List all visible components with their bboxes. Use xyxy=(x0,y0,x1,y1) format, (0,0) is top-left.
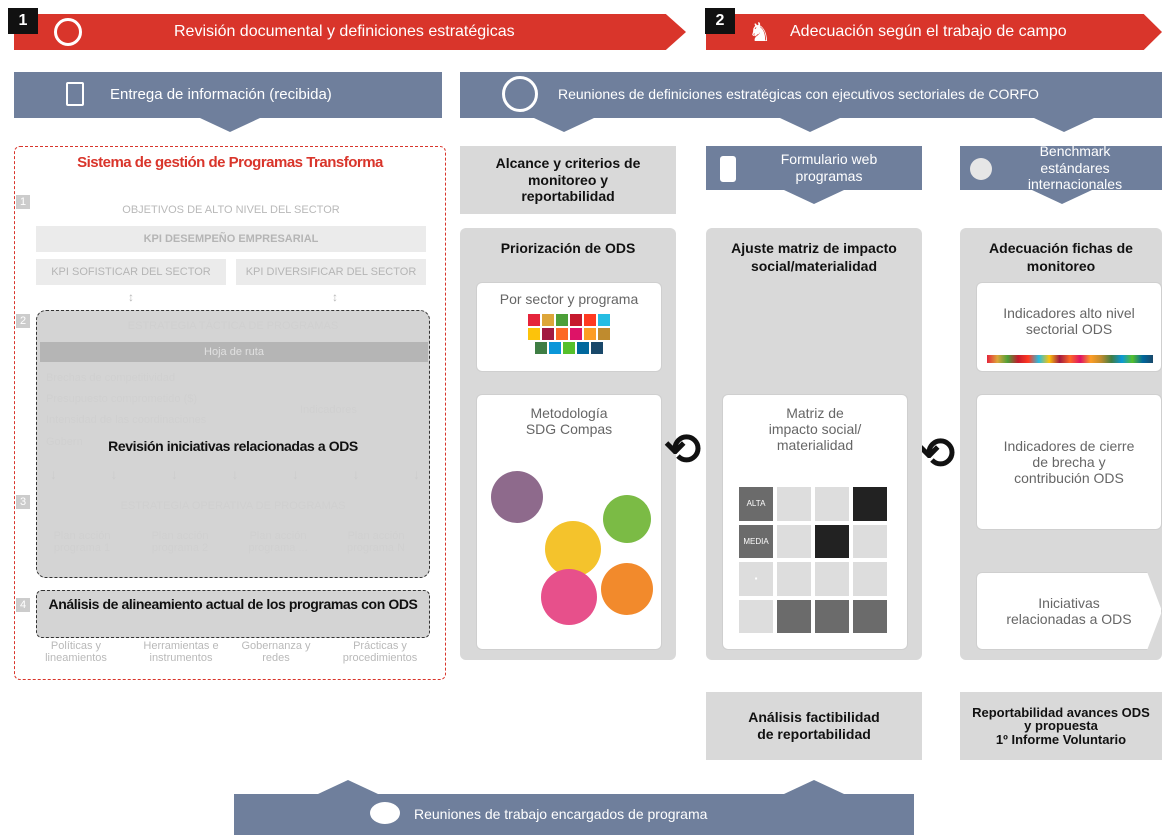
col3-bottom-line2: y propuesta xyxy=(1024,718,1098,734)
section-4-number: 4 xyxy=(16,598,30,612)
step2-header: ♞ Adecuación según el trabajo de campo xyxy=(706,14,1162,50)
step1-number: 1 xyxy=(8,8,38,34)
col1-top-box: Alcance y criterios de monitoreo y repor… xyxy=(460,146,676,214)
cycle-arrows-icon-1: ⟲ xyxy=(664,425,701,474)
analytics-search-icon xyxy=(54,18,82,46)
section-2-number: 2 xyxy=(16,314,30,328)
bottom-banner-pointer-1 xyxy=(318,780,378,794)
estrategia-tactica-label: ESTRATEGIA TÁCTICA DE PROGRAMAS xyxy=(127,320,339,332)
col3-card3-label: Iniciativas relacionadas a ODS xyxy=(1006,595,1132,627)
document-icon xyxy=(66,82,84,106)
col2-top-box: Formulario web programas xyxy=(706,146,922,190)
phone-form-icon xyxy=(720,156,736,182)
col3-card1-label: Indicadores alto nivel sectorial ODS xyxy=(1003,305,1135,337)
col2-card-line1: Matriz de xyxy=(786,405,844,421)
section-1-number: 1 xyxy=(16,195,30,209)
plan-n: Plan acción programa N xyxy=(346,530,406,554)
banner-trabajo-label: Reuniones de trabajo encargados de progr… xyxy=(414,806,708,822)
col2-title: Ajuste matriz de impacto social/material… xyxy=(731,240,897,274)
step1-header: Revisión documental y definiciones estra… xyxy=(14,14,686,50)
kpi-connector-1: ↕ xyxy=(128,290,134,304)
col3-bottom-box: Reportabilidad avances ODS y propuesta 1… xyxy=(960,692,1162,760)
matrix-label-media: MEDIA xyxy=(739,524,773,558)
chess-knight-icon: ♞ xyxy=(748,17,772,47)
estrategia-operativa-label: ESTRATEGIA OPERATIVA DE PROGRAMAS xyxy=(120,500,346,512)
analisis-overlay-label: Análisis de alineamiento actual de los p… xyxy=(48,596,418,612)
step2-title: Adecuación según el trabajo de campo xyxy=(790,23,1067,40)
bottom-banner-pointer-2 xyxy=(784,780,844,794)
col3-card-indicadores-cierre: Indicadores de cierre de brecha y contri… xyxy=(976,394,1162,530)
col3-title: Adecuación fichas de monitoreo xyxy=(989,240,1133,274)
col3-card2-label: Indicadores de cierre de brecha y contri… xyxy=(1003,438,1135,486)
col3-top-label: Benchmark estándares internacionales xyxy=(1027,142,1123,193)
col1-title: Priorización de ODS xyxy=(500,240,636,256)
kpi-diversificar: KPI DIVERSIFICAR DEL SECTOR xyxy=(236,259,426,285)
gobernanza-label: Gobernanza y redes xyxy=(241,640,311,664)
col2-top-label: Formulario web programas xyxy=(780,151,878,184)
banner-reuniones-trabajo: Reuniones de trabajo encargados de progr… xyxy=(234,794,914,835)
banner-reuniones-label: Reuniones de definiciones estratégicas c… xyxy=(558,86,1039,102)
col2-card-line2: impacto social/ xyxy=(768,421,862,437)
plan-1: Plan acción programa 1 xyxy=(53,530,111,554)
kpi-sofisticar: KPI SOFISTICAR DEL SECTOR xyxy=(36,259,226,285)
banner-entrega-label: Entrega de información (recibida) xyxy=(110,86,332,103)
col1-card-sector: Por sector y programa xyxy=(476,282,662,372)
globe-icon xyxy=(970,158,992,180)
plan-3: Plan acción programa ... xyxy=(248,530,308,554)
sdg-strip xyxy=(987,355,1153,363)
intensidad-label: Intensidad de las coordinaciones xyxy=(46,414,207,426)
analisis-overlay-box xyxy=(36,590,430,638)
col2-bottom-box: Análisis factibilidad de reportabilidad xyxy=(706,692,922,760)
banner-reuniones-pointer-2 xyxy=(780,118,840,132)
practicas-label: Prácticas y procedimientos xyxy=(342,640,418,664)
col1-card-sector-label: Por sector y programa xyxy=(499,291,639,307)
kpi-connector-2: ↕ xyxy=(332,290,338,304)
revision-overlay-label: Revisión iniciativas relacionadas a ODS xyxy=(108,438,358,454)
banner-reuniones-pointer-3 xyxy=(1034,118,1094,132)
section-3-number: 3 xyxy=(16,495,30,509)
left-panel-title: Sistema de gestión de Programas Transfor… xyxy=(77,154,383,171)
matrix-label-baja-row: ▪ xyxy=(739,562,773,596)
banner-reuniones-pointer-1 xyxy=(534,118,594,132)
col1-card-sdg-compass: Metodología SDG Compas xyxy=(476,394,662,650)
col3-card-indicadores-alto: Indicadores alto nivel sectorial ODS xyxy=(976,282,1162,372)
step1-title: Revisión documental y definiciones estra… xyxy=(174,23,515,40)
presupuesto-label: Presupuesto comprometido ($) xyxy=(46,393,198,405)
banner-reuniones-definiciones: Reuniones de definiciones estratégicas c… xyxy=(460,72,1162,118)
col1-card2-line2: SDG Compas xyxy=(525,421,613,437)
cycle-arrows-icon-2: ⟲ xyxy=(918,429,955,478)
gobernanza-short-label: Gobern xyxy=(46,436,83,448)
plan-2: Plan acción programa 2 xyxy=(151,530,209,554)
step2-number: 2 xyxy=(705,8,735,34)
left-panel xyxy=(14,146,446,680)
col3-bottom-line1: Reportabilidad avances ODS xyxy=(972,704,1150,720)
chat-bubbles-icon xyxy=(370,802,400,824)
down-arrows-row: ↓↓↓↓↓↓↓ xyxy=(50,466,420,482)
col3-top-pointer xyxy=(1032,190,1092,204)
indicadores-label: Indicadores xyxy=(300,404,357,416)
col3-bottom-line3: 1º Informe Voluntario xyxy=(995,731,1127,747)
col2-top-pointer xyxy=(784,190,844,204)
col3-card-iniciativas: Iniciativas relacionadas a ODS xyxy=(976,572,1162,650)
banner-entrega: Entrega de información (recibida) xyxy=(14,72,442,118)
col2-card-matrix: Matriz de impacto social/ materialidad A… xyxy=(722,394,908,650)
banner-entrega-pointer xyxy=(200,118,260,132)
kpi-desempeno: KPI DESEMPEÑO EMPRESARIAL xyxy=(36,226,426,252)
politicas-label: Políticas y lineamientos xyxy=(45,640,107,664)
herramientas-label: Herramientas e instrumentos xyxy=(143,640,219,664)
col1-card2-line1: Metodología xyxy=(530,405,608,421)
matrix-label-alta: ALTA xyxy=(739,487,773,521)
col2-card-line3: materialidad xyxy=(776,437,854,453)
objetivos-label: OBJETIVOS DE ALTO NIVEL DEL SECTOR xyxy=(122,204,340,216)
hoja-de-ruta: Hoja de ruta xyxy=(40,342,428,362)
materiality-matrix: ALTA MEDIA ▪ xyxy=(739,487,887,633)
network-icon xyxy=(502,76,538,112)
sdg-icons-grid xyxy=(519,313,619,355)
col3-top-box: Benchmark estándares internacionales xyxy=(960,142,1162,193)
sdg-compass-diagram xyxy=(491,471,653,625)
brechas-label: Brechas de competitividad xyxy=(46,372,176,384)
